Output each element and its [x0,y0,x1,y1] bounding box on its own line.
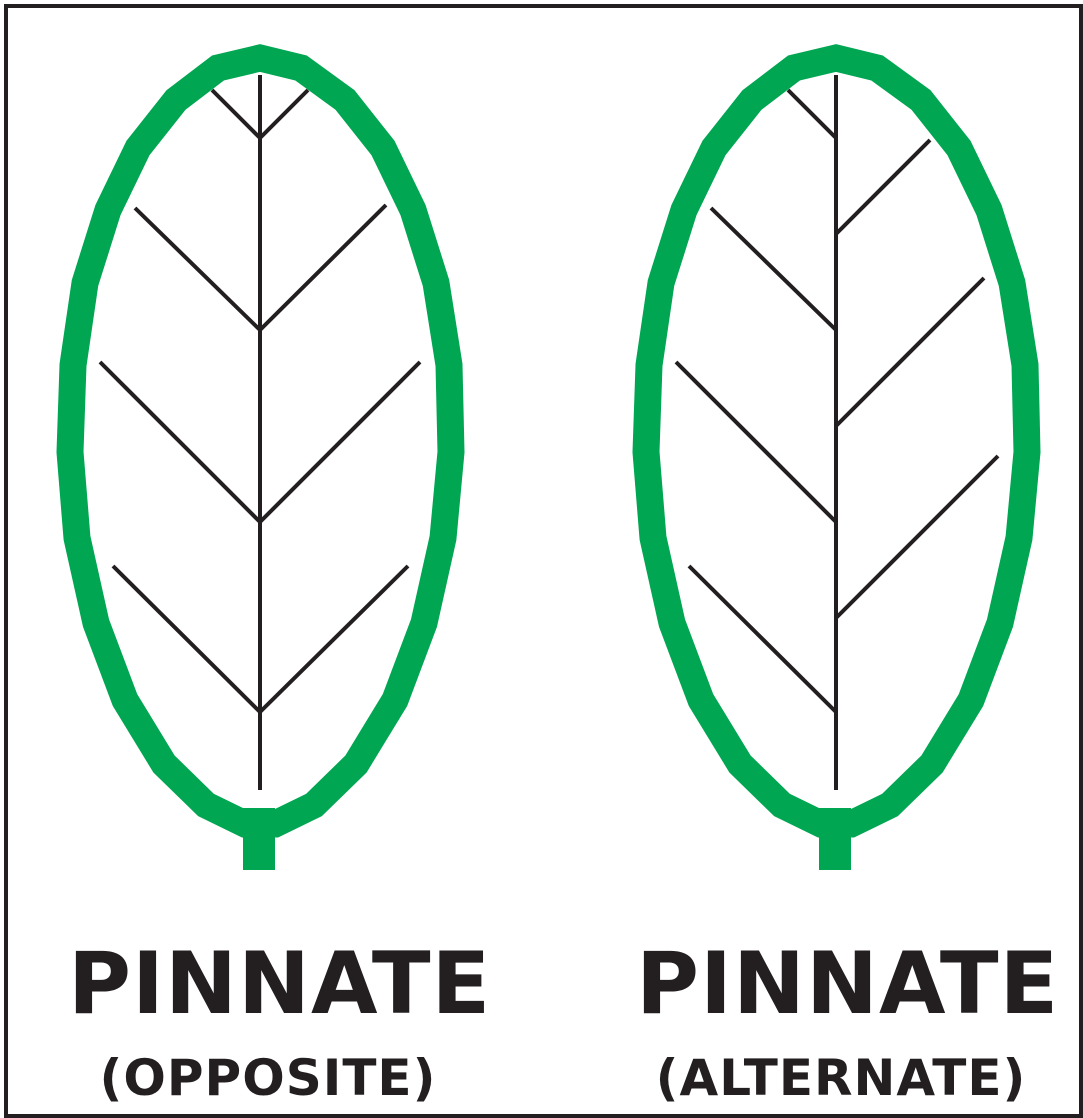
vein-right-2 [260,205,386,330]
leaf-alternate [646,58,1027,870]
caption-opposite: PINNATE (OPPOSITE) [68,941,468,1103]
vein-left-1 [788,90,836,138]
opposite-veins [100,75,420,790]
alternate-veins [676,75,998,790]
leaf-alternate-petiole [819,808,851,870]
vein-left-3 [100,362,260,522]
caption-opposite-subtitle: (OPPOSITE) [68,1053,468,1103]
caption-alternate: PINNATE (ALTERNATE) [636,941,1046,1103]
vein-right-3 [836,456,998,618]
vein-right-2 [836,278,984,426]
vein-right-1 [836,140,930,234]
vein-left-2 [711,208,836,330]
vein-left-1 [212,90,260,138]
vein-right-1 [260,90,308,138]
leaf-opposite-petiole [243,808,275,870]
vein-right-3 [260,362,420,522]
vein-left-2 [135,208,260,330]
caption-opposite-title: PINNATE [68,941,468,1027]
caption-alternate-subtitle: (ALTERNATE) [636,1053,1046,1103]
vein-left-3 [676,362,836,522]
caption-alternate-title: PINNATE [636,941,1046,1027]
leaf-opposite [70,58,451,870]
